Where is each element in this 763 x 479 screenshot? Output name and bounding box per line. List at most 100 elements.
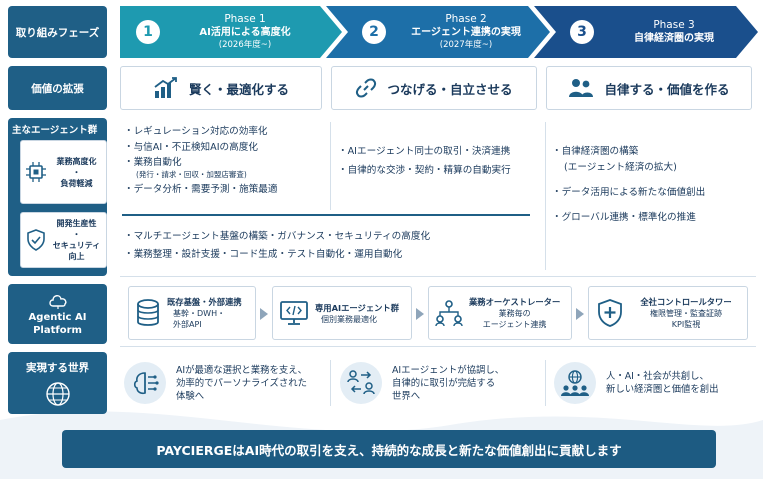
- arrow-right-icon: [260, 308, 268, 320]
- world-item-2: AIエージェントが協調し、 自律的に取引が完結する 世界へ: [340, 352, 540, 414]
- list-item: ・グローバル連携・標準化の推進: [552, 212, 696, 223]
- list-item: ・業務自動化(発行・請求・回収・加盟店審査): [124, 156, 329, 180]
- link-icon: [356, 78, 377, 98]
- list-item: (エージェント経済の拡大): [564, 162, 677, 173]
- list-item: ・マルチエージェント基盤の構築・ガバナンス・セキュリティの高度化: [124, 231, 431, 242]
- platform-existing-title: 既存基盤・外部連携: [167, 297, 242, 307]
- row-divider: [120, 276, 756, 277]
- list-item: ・業務整理・設計支援・コード生成・テスト自動化・運用自動化: [124, 249, 403, 260]
- world-1-line3: 体験へ: [176, 390, 205, 402]
- phase3-list: ・自律経済圏の構築 (エージェント経済の拡大) ・データ活用による新たな価値創出…: [552, 144, 757, 226]
- code-monitor-icon: [280, 301, 308, 325]
- side-label-world: 実現する世界: [8, 352, 107, 414]
- phase-2-title: エージェント連携の実現: [411, 26, 521, 38]
- phase2-list: ・AIエージェント同士の取引・決済連携 ・自律的な交渉・契約・精算の自動実行: [338, 142, 543, 180]
- world-item-1: AIが最適な選択と業務を支え、 効率的でパーソナライズされた 体験へ: [124, 352, 324, 414]
- platform-label-line1: Agentic AI: [28, 312, 87, 323]
- row-divider: [120, 346, 756, 347]
- agent-group-dev-line3: セキュリティ向上: [52, 241, 101, 261]
- database-icon: [137, 299, 159, 326]
- agent-group-business-line3: 負荷軽減: [60, 178, 93, 188]
- world-2-line2: 自律的に取引が完結する: [392, 377, 496, 389]
- platform-agents-sub1: 個別業務最適化: [321, 314, 377, 324]
- divider-world-2: [545, 360, 546, 406]
- platform-agents-title: 専用AIエージェント群: [315, 302, 400, 313]
- platform-existing-sub2: 外部API: [173, 320, 202, 329]
- world-item-3: 人・AI・社会が共創し、 新しい経済圏と価値を創出: [554, 352, 754, 414]
- phase-2-shape: [326, 6, 550, 58]
- value-autonomy-text: 自律する・価値を作る: [604, 81, 730, 97]
- world-2-line3: 世界へ: [392, 390, 421, 402]
- world-3-line2: 新しい経済圏と価値を創出: [606, 384, 719, 395]
- agent-group-business-line2: ・: [72, 167, 81, 177]
- global-community-icon: [554, 362, 596, 404]
- platform-orchestrator-sub2: エージェント連携: [482, 320, 547, 329]
- bar-chart-up-icon: [154, 77, 177, 98]
- platform-control-sub2: KPI監視: [671, 320, 701, 329]
- platform-control-tower: 全社コントロールタワー 権限管理・監査証跡 KPI監視: [588, 286, 748, 340]
- arrow-right-icon: [576, 308, 584, 320]
- phase-2-period: (2027年度~): [439, 39, 493, 50]
- platform-existing-sub1: 基幹・DWH・: [173, 309, 226, 318]
- phase-3-label: Phase 3: [653, 19, 695, 31]
- phase-3-number: 3: [570, 20, 594, 44]
- phase-chevrons: [120, 6, 758, 58]
- world-3-line1: 人・AI・社会が共創し、: [606, 371, 709, 382]
- horizontal-divider: [122, 214, 530, 216]
- phase-2-label: Phase 2: [445, 12, 487, 25]
- list-item: ・自律経済圏の構築: [552, 146, 639, 157]
- orchestration-icon: [435, 300, 463, 327]
- phase-2-number: 2: [362, 20, 386, 44]
- phase1-list: ・レギュレーション対応の効率化 ・与信AI・不正検知AIの高度化 ・業務自動化(…: [124, 124, 329, 198]
- divider-1: [330, 122, 331, 210]
- world-2-line1: AIエージェントが協調し、: [392, 364, 505, 376]
- side-label-platform: Agentic AI Platform: [8, 284, 107, 344]
- phase-3-shape: [534, 6, 758, 58]
- value-box-autonomy: 自律する・価値を作る: [546, 66, 752, 110]
- agent-group-dev: 開発生産性 ・ セキュリティ向上: [20, 212, 107, 268]
- value-box-optimize: 賢く・最適化する: [120, 66, 322, 110]
- chip-icon: [26, 162, 46, 182]
- phase-1-shape: [120, 6, 342, 58]
- world-1-line1: AIが最適な選択と業務を支え、: [176, 364, 308, 376]
- phase-1-number: 1: [136, 20, 160, 44]
- agents-label: 主なエージェント群: [12, 125, 98, 136]
- list-item: ・データ分析・需要予測・施策最適: [124, 184, 278, 195]
- list-item: ・レギュレーション対応の効率化: [124, 126, 268, 137]
- agent-group-dev-line1: 開発生産性: [56, 219, 97, 228]
- arrow-right-icon: [416, 308, 424, 320]
- ai-brain-icon: [124, 362, 166, 404]
- list-item: ・自律的な交渉・契約・精算の自動実行: [338, 165, 511, 176]
- agent-group-business-line1: 業務高度化: [56, 156, 97, 166]
- divider-2: [545, 122, 546, 270]
- phase-1: 1 Phase 1 AI活用による高度化 (2026年度~): [120, 6, 330, 58]
- side-label-value: 価値の拡張: [8, 66, 107, 110]
- phase-3: 3 Phase 3 自律経済圏の実現: [554, 6, 754, 58]
- value-optimize-text: 賢く・最適化する: [188, 81, 289, 97]
- people-icon: [569, 79, 594, 97]
- agent-group-business: 業務高度化 ・ 負荷軽減: [20, 140, 107, 204]
- list-item: ・与信AI・不正検知AIの高度化: [124, 142, 258, 153]
- list-item: ・AIエージェント同士の取引・決済連携: [338, 146, 511, 157]
- cloud-icon: [48, 295, 66, 309]
- list-sub: (発行・請求・回収・加盟店審査): [136, 170, 247, 179]
- dev-list: ・マルチエージェント基盤の構築・ガバナンス・セキュリティの高度化 ・業務整理・設…: [124, 228, 544, 264]
- platform-control-sub1: 権限管理・監査証跡: [650, 309, 722, 318]
- shield-plus-icon: [598, 299, 622, 327]
- platform-orchestrator: 業務オーケストレーター 業務毎の エージェント連携: [428, 286, 572, 340]
- world-label: 実現する世界: [26, 361, 89, 374]
- footer-text: PAYCIERGEはAI時代の取引を支え、持続的な成長と新たな価値創出に貢献しま…: [156, 442, 622, 458]
- side-label-phase: 取り組みフェーズ: [8, 6, 107, 58]
- phase-1-title: AI活用による高度化: [199, 26, 291, 38]
- platform-existing: 既存基盤・外部連携 基幹・DWH・ 外部API: [128, 286, 256, 340]
- value-connect-text: つなげる・自立させる: [387, 81, 513, 97]
- divider-world-1: [330, 360, 331, 406]
- list-item: ・データ活用による新たな価値創出: [552, 187, 706, 198]
- agent-group-dev-line2: ・: [72, 230, 81, 239]
- platform-orchestrator-sub1: 業務毎の: [498, 309, 531, 318]
- platform-orchestrator-title: 業務オーケストレーター: [469, 297, 561, 307]
- phase-1-label: Phase 1: [224, 12, 266, 25]
- platform-control-title: 全社コントロールタワー: [640, 297, 732, 307]
- phase-2: 2 Phase 2 エージェント連携の実現 (2027年度~): [346, 6, 546, 58]
- value-box-connect: つなげる・自立させる: [331, 66, 537, 110]
